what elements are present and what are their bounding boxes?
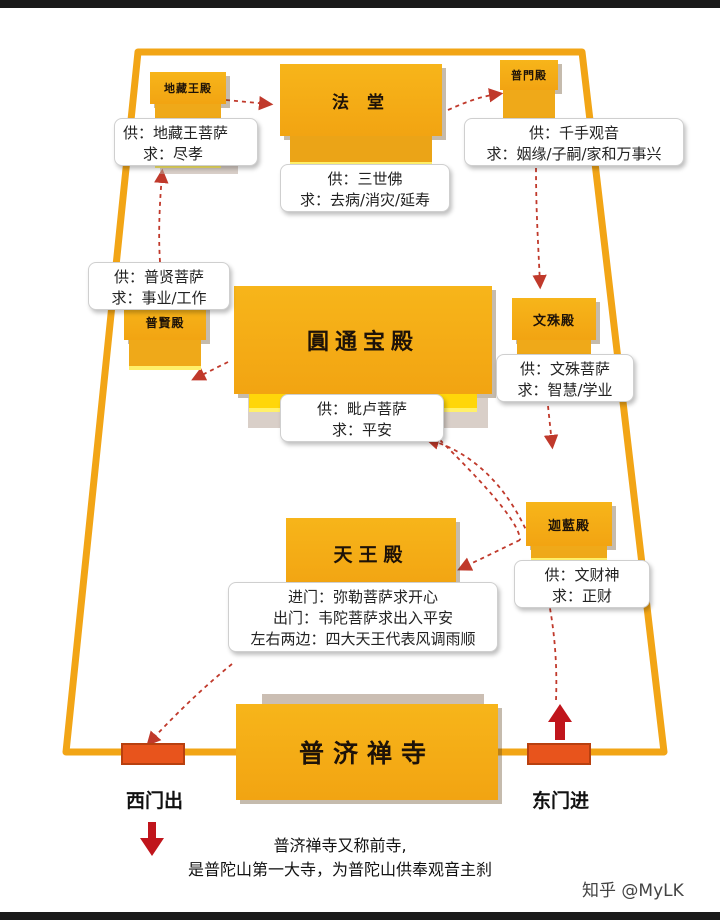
info-card-line: 供：三世佛 bbox=[327, 170, 403, 188]
temple-wall bbox=[62, 48, 668, 756]
hall-fatang: 法 堂 bbox=[280, 64, 442, 166]
info-card-line: 供：千手观音 bbox=[528, 124, 619, 142]
info-card-line: 出门：韦陀菩萨求出入平安 bbox=[272, 609, 453, 627]
path-arrow-tianwang-to-west bbox=[146, 663, 233, 746]
info-card-yuantong: 供：毗卢菩萨 求：平安 bbox=[280, 394, 444, 442]
hall-main: 普济禅寺 bbox=[236, 694, 498, 800]
hall-puxian: 普賢殿 bbox=[124, 304, 206, 370]
info-card-line: 求：尽孝 bbox=[143, 145, 204, 163]
hall-tianwang-name: 天王殿 bbox=[333, 543, 409, 566]
info-card-line: 供：文财神 bbox=[544, 566, 620, 584]
path-arrow-pumen-to-wenshu bbox=[532, 167, 547, 290]
info-card-line: 求：智慧/学业 bbox=[517, 381, 613, 399]
info-card-line: 求：正财 bbox=[551, 587, 612, 605]
hall-pumen: 普門殿 bbox=[500, 60, 558, 124]
info-card-tianwang: 进门：弥勒菩萨求开心 出门：韦陀菩萨求出入平安 左右两边：四大天王代表风调雨顺 bbox=[228, 582, 498, 652]
hall-yuantong-name: 圓通宝殿 bbox=[306, 329, 419, 355]
east-gate bbox=[527, 743, 591, 765]
hall-fatang-name: 法 堂 bbox=[332, 92, 390, 113]
hall-puxian-name: 普賢殿 bbox=[145, 315, 185, 330]
path-arrow-east-to-yuantong bbox=[424, 435, 558, 701]
info-card-line: 求：姻缘/子嗣/家和万事兴 bbox=[486, 145, 662, 163]
hall-dizang: 地藏王殿 bbox=[150, 72, 238, 174]
east-gate-label: 东门进 bbox=[532, 790, 590, 812]
info-card-qielan: 供：文财神 求：正财 bbox=[514, 560, 650, 608]
info-card-dizang: 供：地藏王菩萨 求：尽孝 bbox=[114, 118, 258, 166]
info-card-wenshu: 供：文殊菩萨 求：智慧/学业 bbox=[496, 354, 634, 402]
info-card-line: 供：毗卢菩萨 bbox=[316, 400, 407, 418]
info-card-fatang: 供：三世佛 求：去病/消灾/延寿 bbox=[280, 164, 450, 212]
watermark: 知乎 @MyLK bbox=[582, 881, 684, 901]
path-arrow-yuantong-to-puxian bbox=[191, 361, 229, 381]
info-card-puxian: 供：普贤菩萨 求：事业/工作 bbox=[88, 262, 230, 310]
path-arrow-wenshu-to-qielan bbox=[543, 405, 559, 450]
west-gate-label: 西门出 bbox=[126, 790, 184, 812]
hall-dizang-name: 地藏王殿 bbox=[164, 82, 212, 95]
hall-pumen-name: 普門殿 bbox=[511, 69, 547, 82]
hall-qielan-name: 迦藍殿 bbox=[547, 518, 590, 534]
caption: 普济禅寺又称前寺, 是普陀山第一大寺，为普陀山供奉观音主刹 bbox=[0, 834, 700, 882]
info-card-line: 供：文殊菩萨 bbox=[519, 360, 610, 378]
entry-up-arrow bbox=[548, 704, 572, 740]
info-card-line: 供：普贤菩萨 bbox=[113, 268, 204, 286]
info-card-line: 供：地藏王菩萨 bbox=[123, 124, 229, 142]
hall-wenshu: 文殊殿 bbox=[512, 298, 596, 358]
path-arrow-qielan-to-tianwang bbox=[457, 539, 521, 571]
exit-down-arrow bbox=[140, 822, 164, 856]
caption-line-1: 普济禅寺又称前寺, bbox=[273, 836, 407, 855]
path-arrow-dizang-to-fatang bbox=[225, 95, 274, 111]
info-card-line: 求：平安 bbox=[331, 421, 392, 439]
bottom-edge bbox=[0, 912, 720, 920]
west-gate bbox=[121, 743, 185, 765]
hall-wenshu-name: 文殊殿 bbox=[532, 313, 575, 329]
info-card-line: 进门：弥勒菩萨求开心 bbox=[287, 588, 438, 606]
info-card-pumen: 供：千手观音 求：姻缘/子嗣/家和万事兴 bbox=[464, 118, 684, 166]
info-card-line: 左右两边：四大天王代表风调雨顺 bbox=[250, 630, 476, 648]
caption-line-2: 是普陀山第一大寺，为普陀山供奉观音主刹 bbox=[187, 860, 492, 879]
hall-main-name: 普济禅寺 bbox=[298, 739, 435, 768]
info-card-line: 求：事业/工作 bbox=[111, 289, 207, 307]
hall-qielan: 迦藍殿 bbox=[526, 502, 612, 562]
info-card-line: 求：去病/消灾/延寿 bbox=[299, 191, 431, 209]
path-arrow-yuantong-to-wenshu bbox=[439, 439, 521, 541]
top-edge bbox=[0, 0, 720, 8]
path-arrow-puxian-to-dizang bbox=[154, 168, 169, 263]
hall-tianwang: 天王殿 bbox=[286, 518, 456, 588]
path-arrow-fatang-to-pumen bbox=[447, 88, 504, 111]
